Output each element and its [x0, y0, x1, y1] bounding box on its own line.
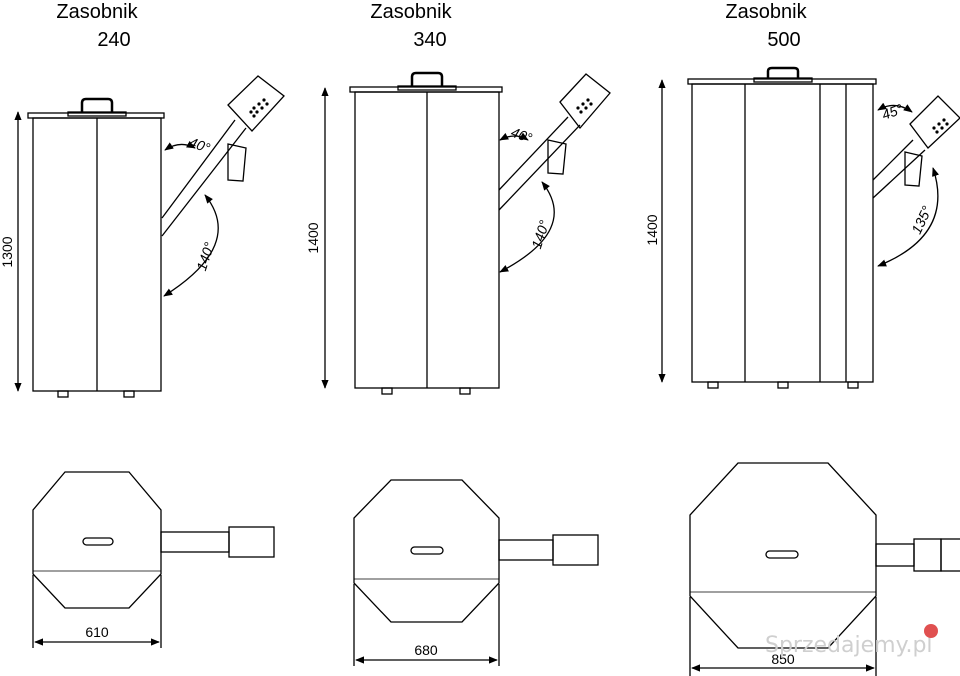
motor-vents-icon [249, 98, 269, 118]
hopper-340-side-view: 1400 40° 140° [305, 71, 611, 395]
motor-icon [227, 75, 285, 132]
hopper-340-model: 340 [413, 29, 446, 51]
hopper-240-angle-top: 40° [187, 134, 213, 156]
hopper-500-side-view: 1400 45° 135° [644, 66, 960, 389]
hopper-340-width-label: 680 [414, 642, 438, 658]
foot-icon [707, 381, 719, 389]
hopper-500-model: 500 [767, 29, 800, 51]
foot-icon [847, 381, 859, 389]
hopper-500-angle-top: 45° [880, 100, 906, 122]
foot-icon [459, 387, 471, 395]
foot-icon [123, 390, 135, 398]
foot-icon [57, 390, 69, 398]
feeder-outlet-icon [227, 143, 247, 182]
hopper-500-width-label: 850 [771, 651, 795, 667]
watermark-logo: Sprzedajemy.pl [765, 633, 933, 658]
lid-handle-icon [410, 71, 444, 86]
hopper-240-height-label: 1300 [0, 236, 15, 267]
motor-icon [559, 73, 611, 130]
hopper-240-model: 240 [97, 29, 130, 51]
hopper-340: Zasobnik 340 1400 40° 140° [305, 1, 611, 666]
hopper-240-width-label: 610 [85, 624, 109, 640]
watermark-dot-icon [924, 624, 938, 638]
motor-icon [909, 95, 960, 149]
hopper-500-top-view: 850 [689, 462, 960, 676]
motor-vents-icon [932, 118, 949, 134]
hopper-500: Zasobnik 500 1400 45° [644, 1, 960, 676]
hopper-240-side-view: 1300 40° 140° [0, 75, 285, 398]
watermark: Sprzedajemy.pl [765, 624, 938, 658]
hopper-240-angle-bottom: 140° [193, 240, 217, 273]
lid-handle-icon [766, 66, 800, 78]
hopper-340-angle-top: 40° [509, 124, 535, 146]
hopper-500-angle-bottom: 135° [908, 203, 935, 236]
feeder-outlet-icon [904, 151, 923, 187]
hopper-500-height-label: 1400 [644, 214, 660, 245]
motor-vents-icon [576, 98, 593, 114]
hopper-340-top-view: 680 [353, 479, 599, 666]
feeder-outlet-icon [547, 139, 567, 175]
foot-icon [381, 387, 393, 395]
hopper-500-title: Zasobnik [725, 1, 807, 23]
hopper-240: Zasobnik 240 1300 40 [0, 1, 285, 648]
foot-icon [777, 381, 789, 389]
hopper-240-title: Zasobnik [56, 1, 138, 23]
hopper-340-height-label: 1400 [305, 222, 321, 253]
lid-handle-icon [80, 97, 114, 112]
hopper-340-title: Zasobnik [370, 1, 452, 23]
hopper-240-top-view: 610 [32, 471, 275, 648]
hopper-340-angle-bottom: 140° [528, 218, 552, 251]
